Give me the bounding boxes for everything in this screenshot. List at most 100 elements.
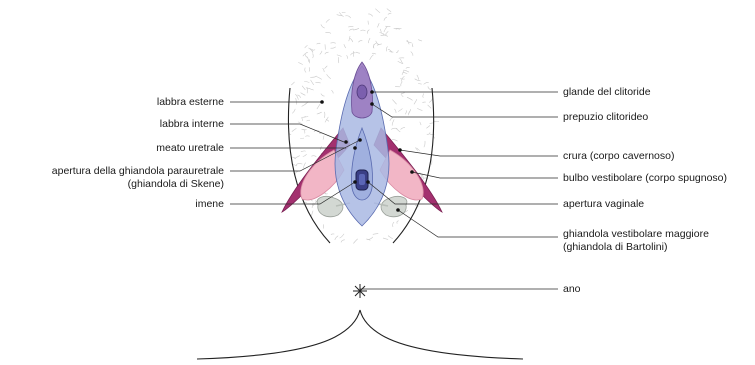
left-labels: labbra esterne labbra interne meato uret… — [52, 96, 224, 210]
hair-stroke — [303, 52, 308, 56]
hair-stroke — [306, 55, 308, 58]
label-crura: crura (corpo cavernoso) — [563, 150, 674, 162]
hair-stroke — [396, 129, 400, 132]
hair-stroke — [304, 82, 309, 83]
hair-stroke — [393, 100, 397, 104]
hair-stroke — [409, 109, 411, 113]
hair-stroke — [390, 118, 393, 121]
label-glande-del-clitoride: glande del clitoride — [563, 86, 651, 98]
hair-stroke — [427, 133, 430, 135]
hair-stroke — [323, 68, 325, 71]
hair-stroke — [395, 109, 396, 113]
right-labels: glande del clitoride prepuzio clitorideo… — [563, 86, 727, 295]
hair-stroke — [423, 102, 426, 103]
hair-stroke — [341, 240, 345, 242]
hair-stroke — [388, 13, 391, 14]
clitoris-shape — [351, 62, 372, 118]
hair-stroke — [368, 38, 370, 43]
label-apertura-vaginale: apertura vaginale — [563, 198, 644, 210]
hair-stroke — [361, 30, 366, 31]
hair-stroke — [368, 14, 372, 16]
hair-stroke — [325, 52, 328, 54]
hair-stroke — [313, 54, 314, 58]
hair-stroke — [309, 68, 310, 72]
hair-stroke — [359, 41, 363, 42]
label-bulbo-vestibolare: bulbo vestibolare (corpo spugnoso) — [563, 172, 727, 184]
hair-stroke — [340, 234, 344, 238]
hair-stroke — [406, 41, 411, 43]
hair-stroke — [301, 93, 305, 95]
label-imene: imene — [195, 198, 224, 210]
hair-stroke — [326, 32, 331, 33]
hair-stroke — [386, 47, 387, 51]
hair-stroke — [310, 89, 314, 90]
hair-stroke — [312, 156, 317, 157]
hair-stroke — [335, 236, 338, 240]
hair-stroke — [347, 55, 348, 58]
hair-stroke — [351, 53, 356, 55]
hair-stroke — [373, 234, 378, 235]
hair-stroke — [420, 122, 421, 125]
label-apertura-ghiandola-parauretrale: apertura della ghiandola parauretrale — [52, 165, 224, 177]
hair-stroke — [292, 129, 296, 132]
hair-stroke — [401, 93, 404, 94]
hair-stroke — [388, 236, 392, 239]
hair-stroke — [308, 57, 309, 62]
hair-stroke — [317, 77, 322, 80]
hair-stroke — [378, 23, 380, 27]
hair-stroke — [350, 29, 354, 30]
hair-stroke — [305, 68, 306, 72]
hair-stroke — [417, 108, 422, 110]
hair-stroke — [337, 55, 341, 57]
hair-stroke — [427, 126, 430, 129]
hair-stroke — [380, 32, 384, 33]
hair-stroke — [367, 30, 369, 34]
hair-stroke — [384, 27, 387, 32]
hair-stroke — [307, 120, 310, 121]
hair-stroke — [423, 94, 424, 98]
hair-stroke — [311, 80, 314, 85]
hair-stroke — [368, 237, 373, 240]
hair-stroke — [424, 82, 429, 84]
hair-stroke — [376, 41, 379, 45]
hair-stroke — [304, 130, 305, 134]
hair-stroke — [327, 75, 331, 79]
hair-stroke — [356, 52, 360, 53]
hair-stroke — [311, 76, 317, 77]
hair-stroke — [387, 9, 391, 12]
leader-lines — [230, 92, 558, 289]
hair-stroke — [405, 111, 406, 115]
hair-stroke — [296, 164, 302, 165]
hair-stroke — [404, 70, 409, 72]
hair-stroke — [414, 99, 417, 104]
hair-stroke — [380, 29, 381, 32]
hair-stroke — [354, 239, 358, 243]
hair-stroke — [302, 129, 307, 130]
hair-stroke — [431, 159, 432, 164]
hair-stroke — [332, 91, 334, 94]
hair-stroke — [396, 50, 398, 52]
label-ghiandola-di-skene: (ghiandola di Skene) — [128, 178, 224, 190]
hair-stroke — [417, 75, 419, 79]
hair-stroke — [325, 117, 328, 122]
hair-stroke — [370, 55, 374, 60]
hair-stroke — [323, 136, 324, 140]
hair-stroke — [384, 17, 387, 20]
hair-stroke — [298, 95, 301, 98]
hair-stroke — [317, 43, 320, 44]
hair-stroke — [331, 47, 336, 48]
hair-stroke — [326, 19, 329, 22]
hair-stroke — [401, 94, 403, 97]
hair-stroke — [317, 104, 320, 108]
hair-stroke — [302, 86, 305, 90]
label-ano: ano — [563, 283, 581, 295]
hair-stroke — [317, 112, 322, 114]
hair-stroke — [424, 141, 425, 147]
hair-stroke — [321, 94, 324, 96]
hair-stroke — [306, 88, 310, 89]
hair-stroke — [346, 16, 351, 18]
hair-stroke — [320, 51, 322, 54]
hair-stroke — [301, 138, 304, 139]
hair-stroke — [401, 128, 405, 130]
